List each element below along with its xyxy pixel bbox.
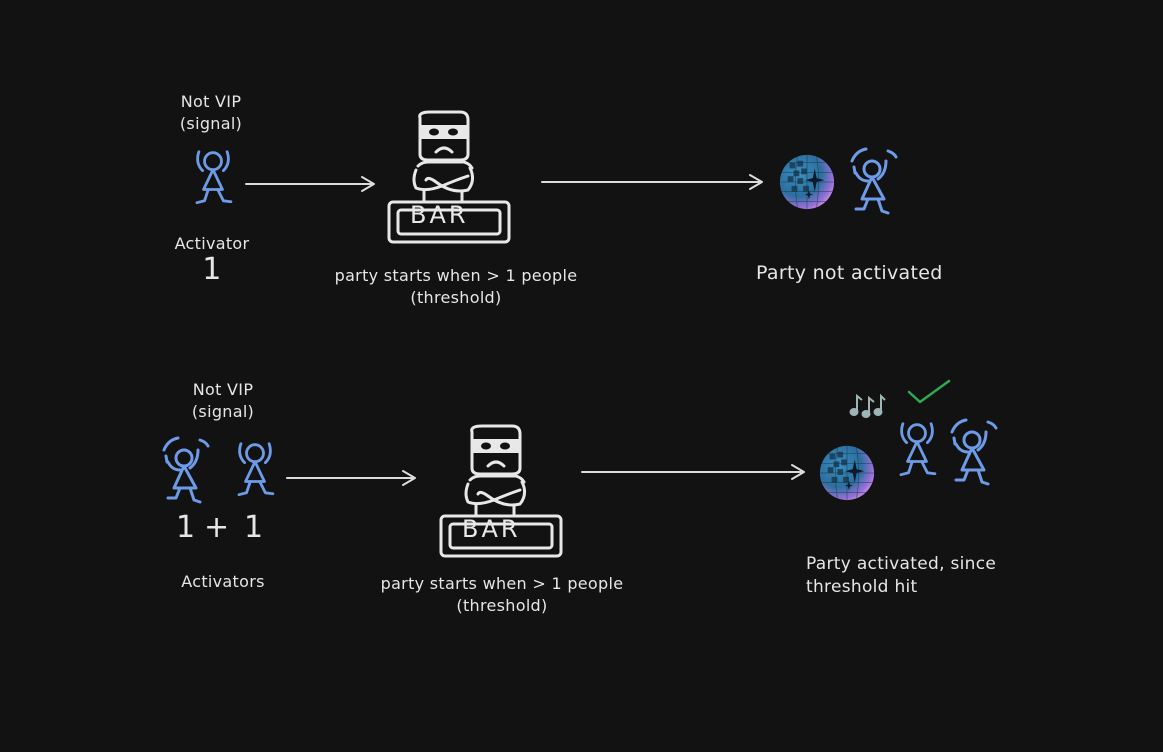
checkmark-icon (907, 379, 951, 404)
disco-ball-icon (778, 153, 836, 211)
person-icon (188, 148, 238, 214)
result-label: Party activated, since (806, 554, 997, 574)
person-icon (892, 420, 942, 486)
plus-sign: + (204, 510, 230, 545)
music-notes-icon (849, 393, 886, 418)
signal-label: Not VIP (180, 92, 242, 111)
person-icon (230, 440, 280, 506)
bar-sign-icon: BAR (462, 515, 521, 543)
arrow-right-icon (541, 174, 763, 190)
signal-label: Not VIP (192, 380, 254, 399)
rule-threshold: (threshold) (456, 596, 548, 615)
arrow-right-icon (286, 470, 416, 486)
dancing-person-icon (154, 434, 214, 510)
result-sublabel: threshold hit (806, 577, 918, 597)
arrow-right-icon (581, 464, 805, 480)
activators-label: Activators (181, 572, 265, 591)
result-label: Party not activated (756, 262, 943, 284)
rule-text: party starts when > 1 people (380, 574, 624, 593)
dancing-person-icon (842, 145, 902, 221)
rule-text: party starts when > 1 people (334, 266, 578, 285)
signal-sublabel: (signal) (179, 114, 243, 133)
activator-count: 1 (202, 252, 222, 287)
disco-ball-icon (818, 444, 876, 502)
activator-label: Activator (174, 234, 250, 253)
rule-threshold: (threshold) (410, 288, 502, 307)
dancing-person-icon (942, 416, 1002, 492)
activator-count-a: 1 (176, 510, 196, 545)
arrow-right-icon (245, 176, 375, 192)
activator-count-b: 1 (244, 510, 264, 545)
bar-sign-icon: BAR (410, 201, 469, 229)
signal-sublabel: (signal) (191, 402, 255, 421)
